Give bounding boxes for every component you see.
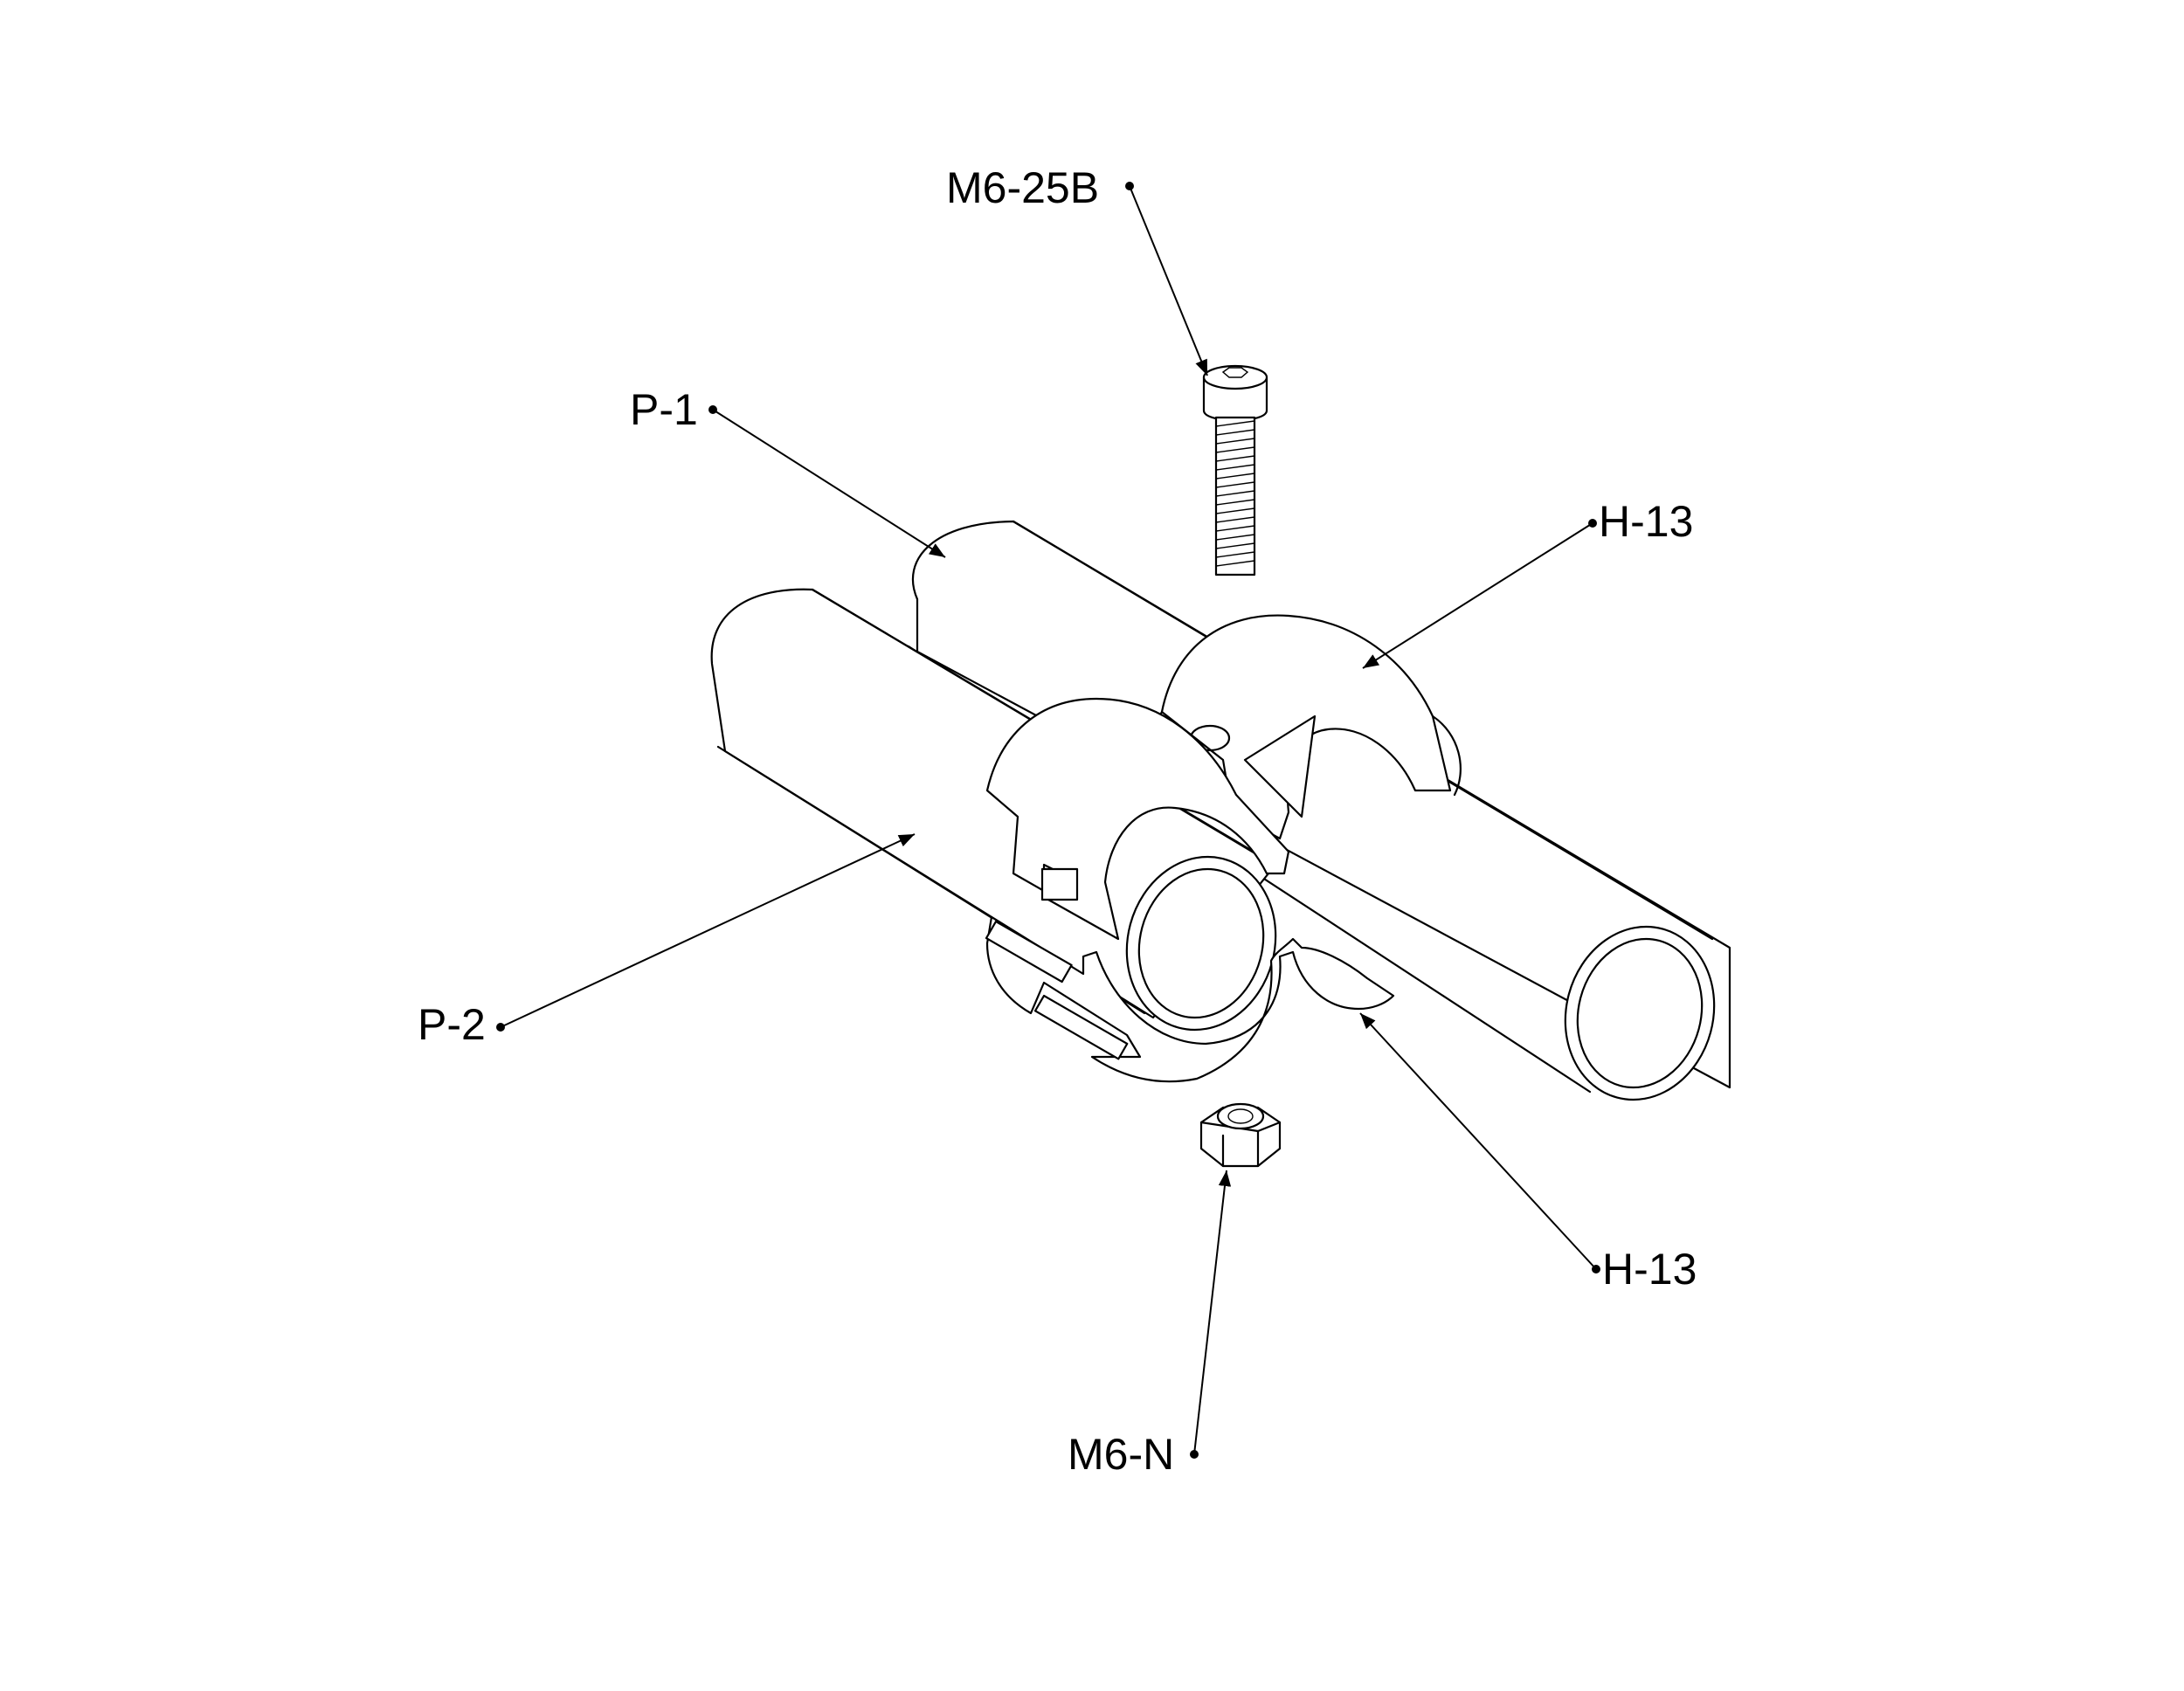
label-p1: P-1 [630, 385, 698, 434]
leader-bolt [1129, 185, 1208, 376]
label-h13-bottom: H-13 [1602, 1245, 1697, 1294]
label-p2: P-2 [418, 1000, 486, 1049]
leader-h13-top [1362, 522, 1593, 669]
pipe-p1-end [1564, 925, 1716, 1101]
holder-h13-bottom [985, 915, 1395, 1083]
leader-nut [1193, 1170, 1232, 1455]
label-h13-top: H-13 [1599, 497, 1693, 546]
leader-p1 [712, 409, 946, 558]
label-bolt: M6-25B [946, 163, 1099, 212]
bolt-m6-25b [1202, 364, 1268, 576]
nut-m6-n [1199, 1102, 1282, 1168]
leader-p2 [500, 833, 916, 1028]
leader-lines [496, 182, 1600, 1459]
holder-front [985, 697, 1290, 941]
label-nut: M6-N [1068, 1430, 1174, 1479]
holder-h13-top [1143, 614, 1462, 840]
leader-h13-bottom [1359, 1012, 1597, 1270]
